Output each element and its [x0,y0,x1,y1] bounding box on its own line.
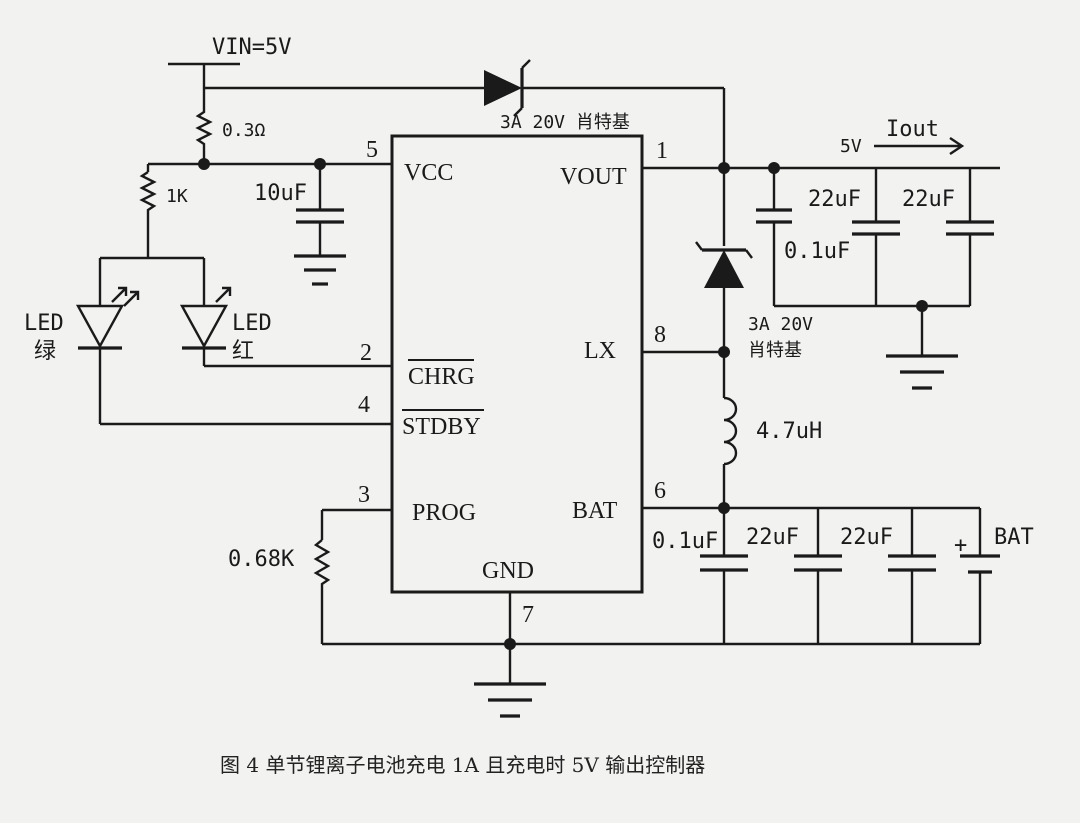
out-voltage-label: 5V [840,136,862,157]
node-gnd [504,638,516,650]
diode-right-label-1: 3A 20V [748,314,813,335]
pin-number-chrg: 2 [360,340,372,366]
led-red [179,286,232,350]
r-1k-label: 1K [166,186,188,207]
battery-plus: + [954,533,967,558]
c-out-label-1: 22uF [808,187,861,212]
ic-body [390,134,644,594]
ic-pin-chrg: CHRG [408,364,475,390]
capacitor-vcc [294,164,346,286]
resistor-prog [313,539,331,644]
c-out-label-2: 22uF [902,187,955,212]
ground-symbol-main [474,682,546,718]
capacitor-out-0 [756,168,792,306]
schottky-diode-right [695,241,753,288]
diode-right-label-2: 肖特基 [748,340,802,361]
led-green-label-2: 绿 [34,339,56,364]
resistor-1k [139,171,157,258]
pin-number-stdby: 4 [358,392,370,418]
node-lx [718,346,730,358]
c-bat-label-1: 22uF [746,525,799,550]
led-red-label-1: LED [232,311,272,336]
ic-pin-gnd: GND [482,558,534,584]
battery-icon [960,508,1000,644]
ic-pin-vcc: VCC [404,160,453,186]
led-green-label-1: LED [24,311,64,336]
arrow-icon [874,137,965,155]
inductor [722,396,738,508]
capacitor-out-1 [852,220,900,236]
capacitor-bat-2 [888,508,936,644]
capacitor-out-2 [946,220,994,236]
pin-number-prog: 3 [358,482,370,508]
node-vcc-left [198,158,210,170]
r-sense-label: 0.3Ω [222,120,266,141]
battery-label: BAT [994,525,1034,550]
pin-number-bat: 6 [654,478,666,504]
pin-number-gnd: 7 [522,602,534,628]
pin-number-lx: 8 [654,322,666,348]
capacitor-bat-1 [794,508,842,644]
capacitor-bat-0 [700,508,748,644]
c-vcc-label: 10uF [254,181,307,206]
pin-number-vout: 1 [656,138,668,164]
c-out-label-0: 0.1uF [784,239,850,264]
vin-label: VIN=5V [212,35,291,60]
figure-caption: 图 4 单节锂离子电池充电 1A 且充电时 5V 输出控制器 [220,753,705,777]
r-prog-label: 0.68K [228,547,295,572]
ic-pin-bat: BAT [572,498,618,524]
ic-pin-vout: VOUT [560,164,627,190]
ic-pin-lx: LX [584,338,616,364]
led-red-label-2: 红 [232,339,254,364]
sense-resistor [195,108,213,164]
c-bat-label-0: 0.1uF [652,529,718,554]
diode-top-label: 3A 20V 肖特基 [500,112,630,133]
led-green [75,286,140,350]
ic-pin-prog: PROG [412,500,476,526]
ground-symbol-out [886,354,958,390]
inductor-label: 4.7uH [756,419,822,444]
c-bat-label-2: 22uF [840,525,893,550]
ic-pin-stdby: STDBY [402,414,481,440]
out-current-label: Iout [886,117,939,142]
pin-number-vcc: 5 [366,137,378,163]
